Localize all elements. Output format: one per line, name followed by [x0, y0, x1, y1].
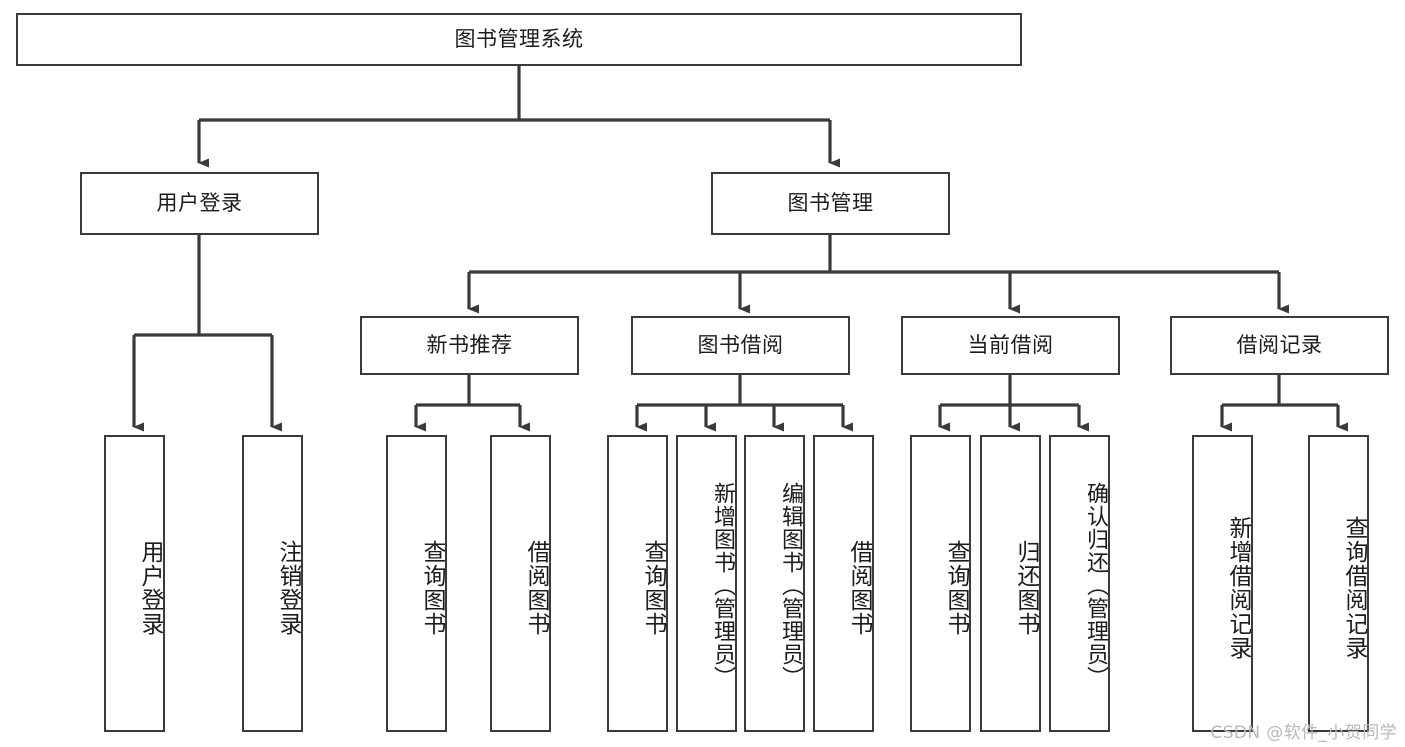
leaf-current-query-book-label: 查询图书 [943, 539, 969, 636]
node-book-management-label: 图书管理 [787, 190, 874, 215]
leaf-records-query-record-label: 查询借阅记录 [1341, 515, 1367, 660]
leaf-records-add-record[interactable]: 新增借阅记录 [1192, 435, 1253, 732]
leaf-new-book-borrow[interactable]: 借阅图书 [490, 435, 551, 732]
node-book-borrow-label: 图书借阅 [697, 332, 784, 357]
leaf-current-confirm-return-admin-label: 确认归还（管理员） [1083, 482, 1108, 689]
node-root[interactable]: 图书管理系统 [16, 13, 1022, 66]
leaf-current-return-book[interactable]: 归还图书 [980, 435, 1041, 732]
node-borrow-records[interactable]: 借阅记录 [1170, 316, 1389, 375]
leaf-records-query-record[interactable]: 查询借阅记录 [1308, 435, 1369, 732]
leaf-records-add-record-label: 新增借阅记录 [1225, 515, 1251, 660]
leaf-borrow-add-book-admin[interactable]: 新增图书（管理员） [676, 435, 737, 732]
leaf-borrow-borrow-book-label: 借阅图书 [846, 539, 872, 636]
leaf-borrow-edit-book-admin[interactable]: 编辑图书（管理员） [744, 435, 805, 732]
node-current-borrow[interactable]: 当前借阅 [901, 316, 1120, 375]
leaf-current-return-book-label: 归还图书 [1013, 539, 1039, 636]
node-book-borrow[interactable]: 图书借阅 [631, 316, 850, 375]
leaf-new-book-borrow-label: 借阅图书 [523, 539, 549, 636]
leaf-user-login-signout-label: 注销登录 [275, 539, 301, 636]
node-book-management[interactable]: 图书管理 [711, 172, 950, 235]
leaf-borrow-add-book-admin-label: 新增图书（管理员） [710, 482, 735, 689]
node-user-login[interactable]: 用户登录 [80, 172, 319, 235]
node-current-borrow-label: 当前借阅 [967, 332, 1054, 357]
leaf-borrow-query-book-label: 查询图书 [640, 539, 666, 636]
leaf-borrow-edit-book-admin-label: 编辑图书（管理员） [778, 482, 803, 689]
leaf-new-book-query-label: 查询图书 [419, 539, 445, 636]
leaf-user-login-signout[interactable]: 注销登录 [242, 435, 303, 732]
leaf-current-query-book[interactable]: 查询图书 [910, 435, 971, 732]
leaf-user-login-signin-label: 用户登录 [137, 539, 163, 636]
node-borrow-records-label: 借阅记录 [1236, 332, 1323, 357]
node-root-label: 图书管理系统 [454, 26, 584, 51]
leaf-current-confirm-return-admin[interactable]: 确认归还（管理员） [1049, 435, 1110, 732]
leaf-new-book-query[interactable]: 查询图书 [386, 435, 447, 732]
node-new-book-recommend-label: 新书推荐 [426, 332, 513, 357]
node-new-book-recommend[interactable]: 新书推荐 [360, 316, 579, 375]
leaf-user-login-signin[interactable]: 用户登录 [104, 435, 165, 732]
node-user-login-label: 用户登录 [156, 190, 243, 215]
csdn-watermark: CSDN @软件_小贺同学 [1210, 723, 1397, 743]
leaf-borrow-query-book[interactable]: 查询图书 [607, 435, 668, 732]
leaf-borrow-borrow-book[interactable]: 借阅图书 [813, 435, 874, 732]
